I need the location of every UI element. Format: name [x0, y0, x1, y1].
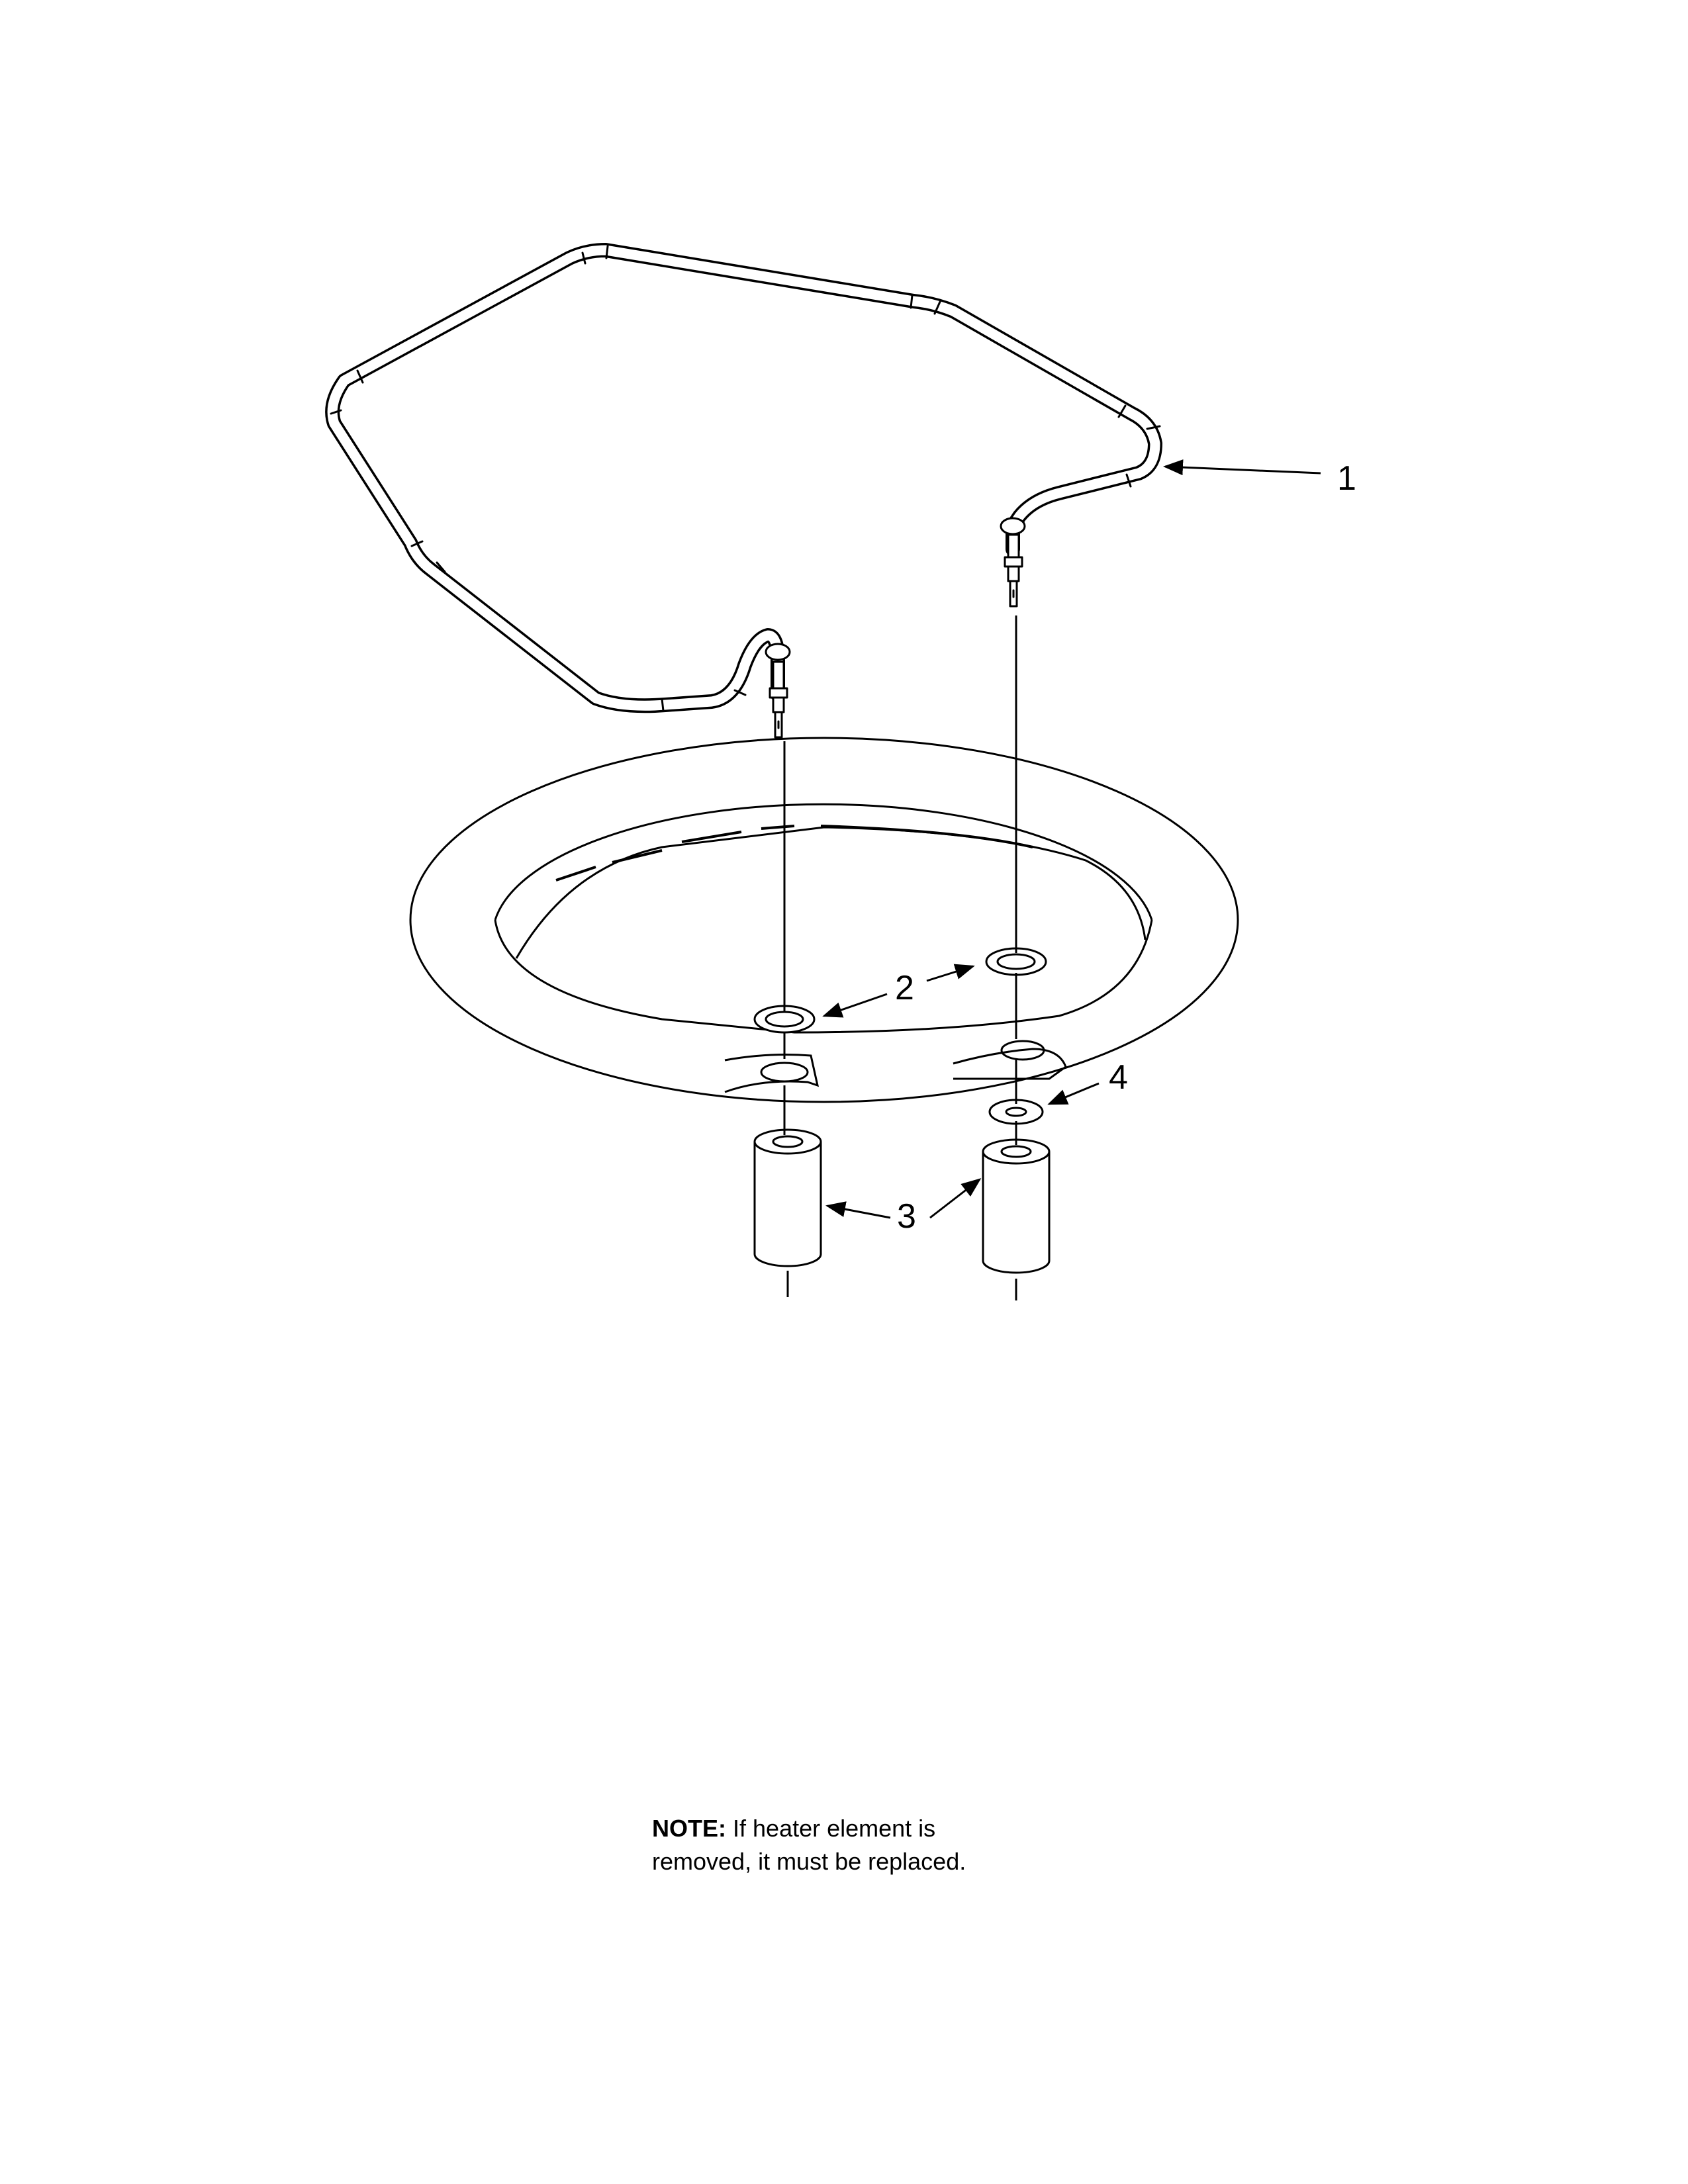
leader-arrows: [822, 459, 1321, 1219]
callout-1: 1: [1337, 459, 1356, 498]
leader-part-2b: [926, 964, 975, 982]
heater-element: [325, 243, 1162, 739]
tub-ring: [409, 737, 1239, 1103]
note-label: NOTE:: [652, 1815, 726, 1842]
assembly-lines: [783, 615, 1017, 1300]
leader-part-1: [1163, 459, 1321, 476]
note-text: NOTE: If heater element is removed, it m…: [652, 1812, 966, 1878]
leader-part-3b: [929, 1178, 982, 1219]
callout-3: 3: [897, 1197, 916, 1236]
note-line-2: removed, it must be replaced.: [652, 1848, 966, 1875]
washer-part-2: [753, 947, 1047, 1034]
nut-part-3: [753, 1128, 1051, 1274]
leader-part-2a: [822, 993, 888, 1018]
callout-4: 4: [1109, 1058, 1128, 1097]
leader-part-4: [1047, 1082, 1100, 1105]
note-line-1: If heater element is: [733, 1815, 936, 1842]
leader-part-3a: [825, 1201, 891, 1219]
callout-2: 2: [895, 969, 914, 1007]
